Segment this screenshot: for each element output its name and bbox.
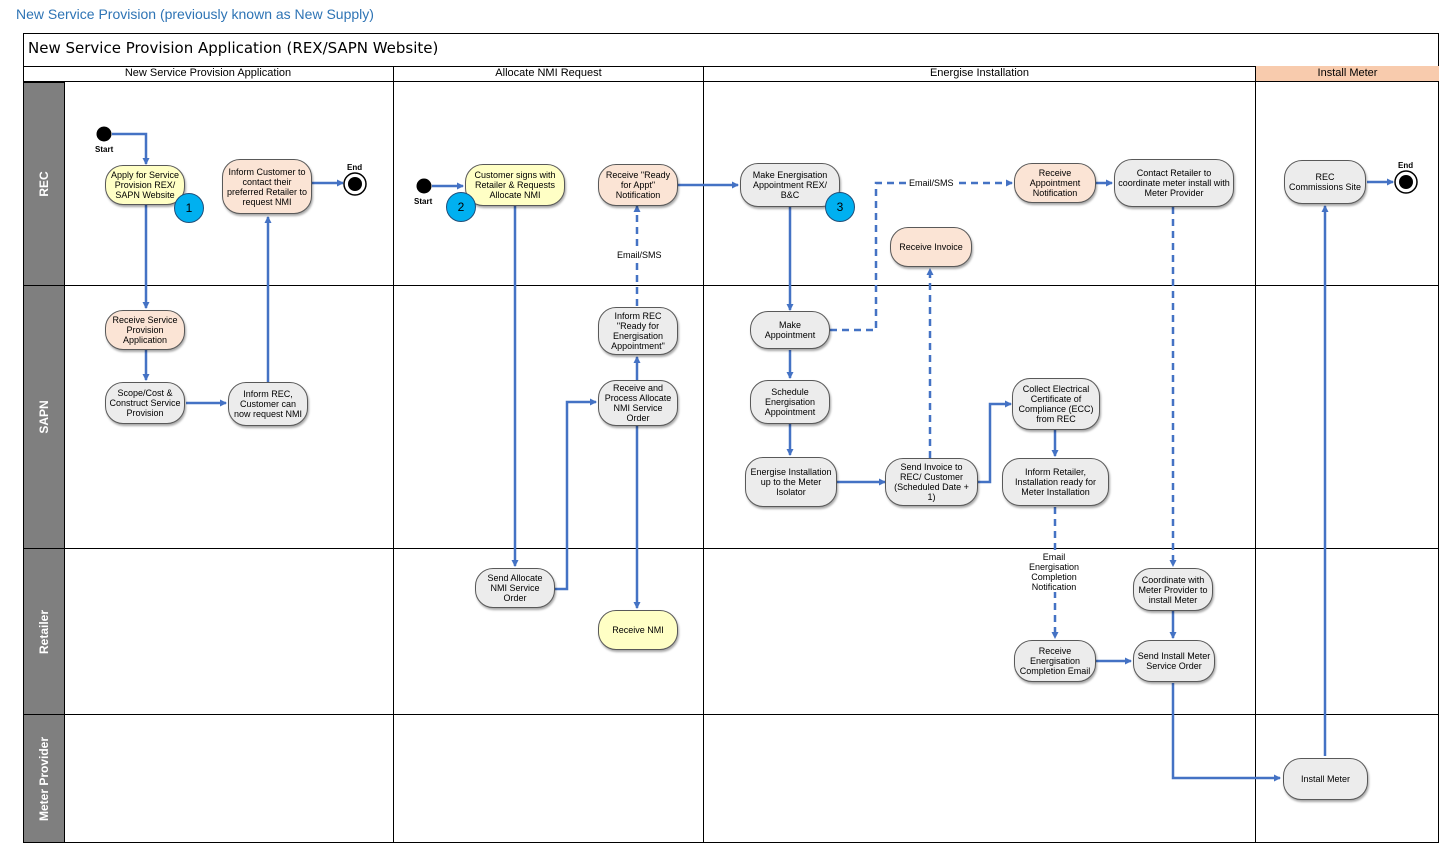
node-label: Coordinate with Meter Provider to instal…	[1138, 574, 1208, 605]
edge-label-email-sms: Email/SMS	[615, 250, 664, 260]
start-event-2	[416, 178, 432, 194]
lane-divider	[24, 714, 1438, 715]
lane-header-rec: REC	[24, 82, 64, 285]
node-label: Contact Retailer to coordinate meter ins…	[1118, 168, 1230, 198]
node-label: Send Allocate NMI Service Order	[487, 573, 543, 603]
node-label: Collect Electrical Certificate of Compli…	[1018, 384, 1094, 424]
node-label: Receive NMI	[612, 625, 664, 635]
node-rec-commissions-site[interactable]: REC Commissions Site	[1284, 160, 1366, 204]
swimlane-pool: New Service Provision Application (REX/S…	[23, 33, 1439, 843]
lane-divider	[24, 285, 1438, 286]
end-label-2: End	[1398, 161, 1414, 170]
node-label: Receive Appointment Notification	[1029, 168, 1081, 198]
node-scope-cost-construct[interactable]: Scope/Cost & Construct Service Provision	[105, 382, 185, 424]
node-label: REC Commissions Site	[1288, 172, 1362, 192]
node-label: Customer signs with Retailer & Requests …	[474, 170, 556, 200]
node-receive-ready-notification[interactable]: Receive "Ready for Appt" Notification	[598, 164, 678, 206]
node-label: Receive Invoice	[899, 242, 963, 252]
node-receive-appointment-notification[interactable]: Receive Appointment Notification	[1014, 163, 1096, 203]
lane-header-meter-provider: Meter Provider	[24, 714, 64, 842]
phase-divider	[703, 66, 704, 842]
node-inform-rec-ready[interactable]: Inform REC "Ready for Energisation Appoi…	[598, 307, 678, 355]
lane-header-divider	[64, 82, 65, 842]
phase-divider	[1255, 66, 1256, 842]
node-inform-retailer[interactable]: Inform Retailer, Installation ready for …	[1002, 458, 1109, 506]
node-label: Receive Energisation Completion Email	[1019, 646, 1091, 676]
edge-label-completion-notification: Email Energisation Completion Notificati…	[1024, 552, 1084, 592]
start-label-2: Start	[414, 197, 433, 206]
node-send-install-meter-order[interactable]: Send Install Meter Service Order	[1133, 640, 1215, 682]
node-receive-energisation-completion[interactable]: Receive Energisation Completion Email	[1014, 640, 1096, 682]
node-label: Install Meter	[1300, 774, 1351, 784]
node-label: Inform REC "Ready for Energisation Appoi…	[611, 311, 665, 351]
phase-new-service-provision: New Service Provision Application	[124, 67, 292, 79]
node-apply-service-provision[interactable]: Apply for Service Provision REX/ SAPN We…	[105, 165, 185, 205]
node-label: Inform Customer to contact their preferr…	[226, 166, 308, 207]
node-customer-signs[interactable]: Customer signs with Retailer & Requests …	[465, 164, 565, 206]
node-label: Inform REC, Customer can now request NMI	[233, 389, 303, 419]
pool-title: New Service Provision Application (REX/S…	[28, 39, 439, 57]
node-contact-retailer[interactable]: Contact Retailer to coordinate meter ins…	[1114, 159, 1234, 207]
edge-label-email-sms: Email/SMS	[906, 178, 957, 188]
node-inform-customer[interactable]: Inform Customer to contact their preferr…	[222, 159, 312, 214]
phase-divider	[393, 66, 394, 842]
node-schedule-energisation[interactable]: Schedule Energisation Appointment	[750, 380, 830, 424]
node-inform-rec-customer-nmi[interactable]: Inform REC, Customer can now request NMI	[228, 382, 308, 426]
node-receive-process-allocate-nmi[interactable]: Receive and Process Allocate NMI Service…	[598, 380, 678, 426]
end-label-1: End	[347, 163, 363, 172]
node-label: Make Energisation Appointment REX/ B&C	[752, 170, 828, 200]
node-collect-ecc[interactable]: Collect Electrical Certificate of Compli…	[1012, 378, 1100, 430]
node-make-energisation-appointment[interactable]: Make Energisation Appointment REX/ B&C	[740, 163, 840, 207]
node-label: Energise Installation up to the Meter Is…	[750, 467, 832, 497]
node-receive-invoice[interactable]: Receive Invoice	[890, 227, 972, 267]
node-energise-installation[interactable]: Energise Installation up to the Meter Is…	[745, 457, 837, 507]
document-heading: New Service Provision (previously known …	[16, 6, 374, 22]
node-label: Send Invoice to REC/ Customer (Scheduled…	[894, 462, 969, 502]
node-label: Receive and Process Allocate NMI Service…	[604, 383, 672, 423]
node-receive-nmi[interactable]: Receive NMI	[598, 610, 678, 650]
node-coordinate-meter-provider[interactable]: Coordinate with Meter Provider to instal…	[1133, 568, 1213, 611]
phase-install-meter: Install Meter	[1255, 66, 1439, 81]
start-event-1	[96, 126, 112, 142]
node-make-appointment[interactable]: Make Appointment	[750, 311, 830, 349]
start-label-1: Start	[95, 145, 114, 154]
lane-header-sapn: SAPN	[24, 285, 64, 548]
step-badge-2: 2	[446, 192, 476, 222]
node-label: Schedule Energisation Appointment	[764, 387, 816, 417]
node-label: Send Install Meter Service Order	[1137, 651, 1211, 671]
step-badge-1: 1	[174, 193, 204, 223]
node-label: Receive "Ready for Appt" Notification	[605, 170, 671, 200]
node-send-invoice[interactable]: Send Invoice to REC/ Customer (Scheduled…	[885, 458, 978, 506]
node-install-meter[interactable]: Install Meter	[1283, 758, 1368, 800]
node-label: Inform Retailer, Installation ready for …	[1014, 467, 1097, 497]
step-badge-3: 3	[825, 192, 855, 222]
node-label: Make Appointment	[764, 320, 816, 340]
lane-divider	[24, 548, 1438, 549]
node-label: Scope/Cost & Construct Service Provision	[109, 388, 181, 418]
node-receive-service-provision-application[interactable]: Receive Service Provision Application	[105, 310, 185, 350]
node-label: Receive Service Provision Application	[112, 315, 178, 345]
phase-header-row	[23, 66, 1439, 82]
node-label: Apply for Service Provision REX/ SAPN We…	[110, 170, 180, 200]
node-send-allocate-nmi[interactable]: Send Allocate NMI Service Order	[475, 568, 555, 608]
